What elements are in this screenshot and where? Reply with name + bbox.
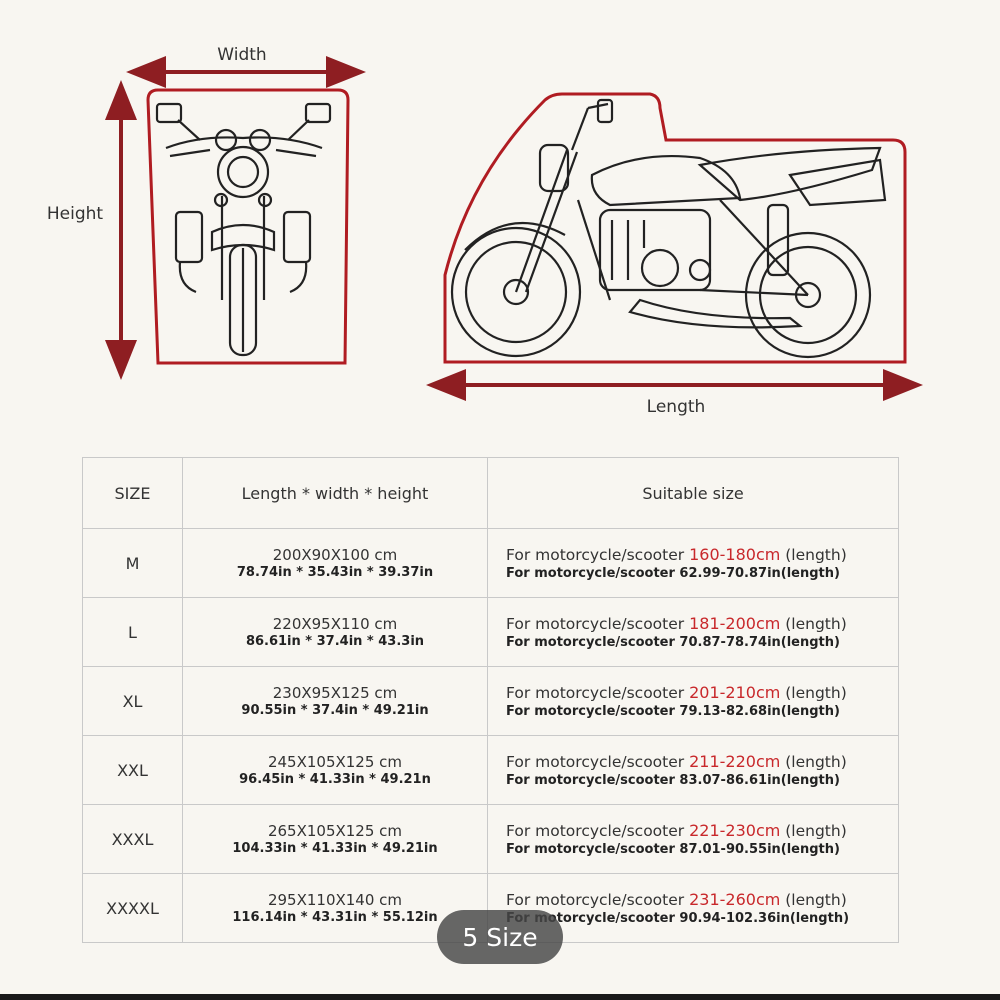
suitable-size-inches: For motorcycle/scooter 79.13-82.68in(len… (506, 704, 840, 719)
image-count-pill[interactable]: 5 Size (437, 910, 563, 964)
dimensions-cell: 230X95X125 cm 90.55in * 37.4in * 49.21in (182, 666, 488, 736)
dimensions-cm: 200X90X100 cm (272, 546, 398, 564)
suitable-size-cm: For motorcycle/scooter 181-200cm (length… (506, 613, 898, 635)
table-row: XXXL 265X105X125 cm 104.33in * 41.33in *… (82, 804, 899, 874)
size-code: XXXL (82, 804, 183, 874)
header-suitable-size: Suitable size (487, 457, 899, 529)
suitable-size-inches: For motorcycle/scooter 90.94-102.36in(le… (506, 911, 850, 926)
suitable-size-inches: For motorcycle/scooter 62.99-70.87in(len… (506, 566, 840, 581)
suitable-size-inches: For motorcycle/scooter 83.07-86.61in(len… (506, 773, 840, 788)
dimensions-inches: 86.61in * 37.4in * 43.3in (245, 634, 425, 649)
length-label: Length (647, 397, 706, 417)
height-label: Height (47, 204, 104, 224)
motorcycle-dimension-diagram: Width Height (47, 45, 923, 417)
header-size: SIZE (82, 457, 183, 529)
suitable-suffix: (length) (780, 684, 847, 702)
suitable-prefix: For motorcycle/scooter (506, 546, 690, 564)
suitable-size-inches: For motorcycle/scooter 87.01-90.55in(len… (506, 842, 840, 857)
length-range-cm: 221-230cm (689, 821, 781, 840)
suitable-prefix: For motorcycle/scooter (506, 891, 690, 909)
suitable-size-cm: For motorcycle/scooter 221-230cm (length… (506, 820, 898, 842)
size-code: XXL (82, 735, 183, 805)
dimensions-cell: 200X90X100 cm 78.74in * 35.43in * 39.37i… (182, 528, 488, 598)
suitable-size-cell: For motorcycle/scooter 231-260cm (length… (487, 873, 899, 943)
width-label: Width (217, 45, 266, 65)
dimensions-cm: 230X95X125 cm (272, 684, 398, 702)
dimensions-inches: 104.33in * 41.33in * 49.21in (232, 841, 438, 856)
suitable-size-cell: For motorcycle/scooter 211-220cm (length… (487, 735, 899, 805)
suitable-size-cm: For motorcycle/scooter 211-220cm (length… (506, 751, 898, 773)
side-motorcycle-illustration (450, 98, 887, 359)
bottom-bar (0, 994, 1000, 1000)
dimensions-inches: 116.14in * 43.31in * 55.12in (232, 910, 438, 925)
suitable-size-cell: For motorcycle/scooter 221-230cm (length… (487, 804, 899, 874)
side-cover-outline (443, 92, 907, 364)
size-code: XXXXL (82, 873, 183, 943)
suitable-prefix: For motorcycle/scooter (506, 753, 690, 771)
suitable-suffix: (length) (780, 891, 847, 909)
length-range-cm: 201-210cm (689, 683, 781, 702)
size-table: SIZE Length * width * height Suitable si… (82, 457, 899, 943)
front-cover-outline (146, 88, 350, 365)
suitable-suffix: (length) (780, 753, 847, 771)
suitable-size-cm: For motorcycle/scooter 160-180cm (length… (506, 544, 898, 566)
front-motorcycle-illustration (155, 102, 332, 357)
suitable-prefix: For motorcycle/scooter (506, 684, 690, 702)
length-range-cm: 231-260cm (689, 890, 781, 909)
length-range-cm: 160-180cm (689, 545, 781, 564)
suitable-size-inches: For motorcycle/scooter 70.87-78.74in(len… (506, 635, 840, 650)
length-range-cm: 181-200cm (689, 614, 781, 633)
length-range-cm: 211-220cm (689, 752, 781, 771)
dimensions-inches: 96.45in * 41.33in * 49.21n (239, 772, 431, 787)
dimensions-inches: 78.74in * 35.43in * 39.37in (236, 565, 434, 580)
dimensions-cm: 220X95X110 cm (272, 615, 398, 633)
dimensions-cell: 220X95X110 cm 86.61in * 37.4in * 43.3in (182, 597, 488, 667)
table-row: L 220X95X110 cm 86.61in * 37.4in * 43.3i… (82, 597, 899, 667)
suitable-suffix: (length) (780, 615, 847, 633)
suitable-prefix: For motorcycle/scooter (506, 615, 690, 633)
dimensions-cm: 295X110X140 cm (267, 891, 403, 909)
suitable-prefix: For motorcycle/scooter (506, 822, 690, 840)
table-row: M 200X90X100 cm 78.74in * 35.43in * 39.3… (82, 528, 899, 598)
size-code: XL (82, 666, 183, 736)
table-row: XL 230X95X125 cm 90.55in * 37.4in * 49.2… (82, 666, 899, 736)
table-row: XXL 245X105X125 cm 96.45in * 41.33in * 4… (82, 735, 899, 805)
size-code: M (82, 528, 183, 598)
dimensions-cell: 245X105X125 cm 96.45in * 41.33in * 49.21… (182, 735, 488, 805)
table-header-row: SIZE Length * width * height Suitable si… (82, 457, 899, 529)
dimensions-inches: 90.55in * 37.4in * 49.21in (241, 703, 429, 718)
suitable-size-cell: For motorcycle/scooter 181-200cm (length… (487, 597, 899, 667)
dimensions-cell: 265X105X125 cm 104.33in * 41.33in * 49.2… (182, 804, 488, 874)
dimensions-cm: 245X105X125 cm (267, 753, 403, 771)
dimensions-cm: 265X105X125 cm (267, 822, 403, 840)
suitable-suffix: (length) (780, 822, 847, 840)
suitable-size-cm: For motorcycle/scooter 231-260cm (length… (506, 889, 898, 911)
suitable-size-cm: For motorcycle/scooter 201-210cm (length… (506, 682, 898, 704)
suitable-size-cell: For motorcycle/scooter 201-210cm (length… (487, 666, 899, 736)
size-code: L (82, 597, 183, 667)
suitable-suffix: (length) (780, 546, 847, 564)
header-dimensions: Length * width * height (182, 457, 488, 529)
suitable-size-cell: For motorcycle/scooter 160-180cm (length… (487, 528, 899, 598)
